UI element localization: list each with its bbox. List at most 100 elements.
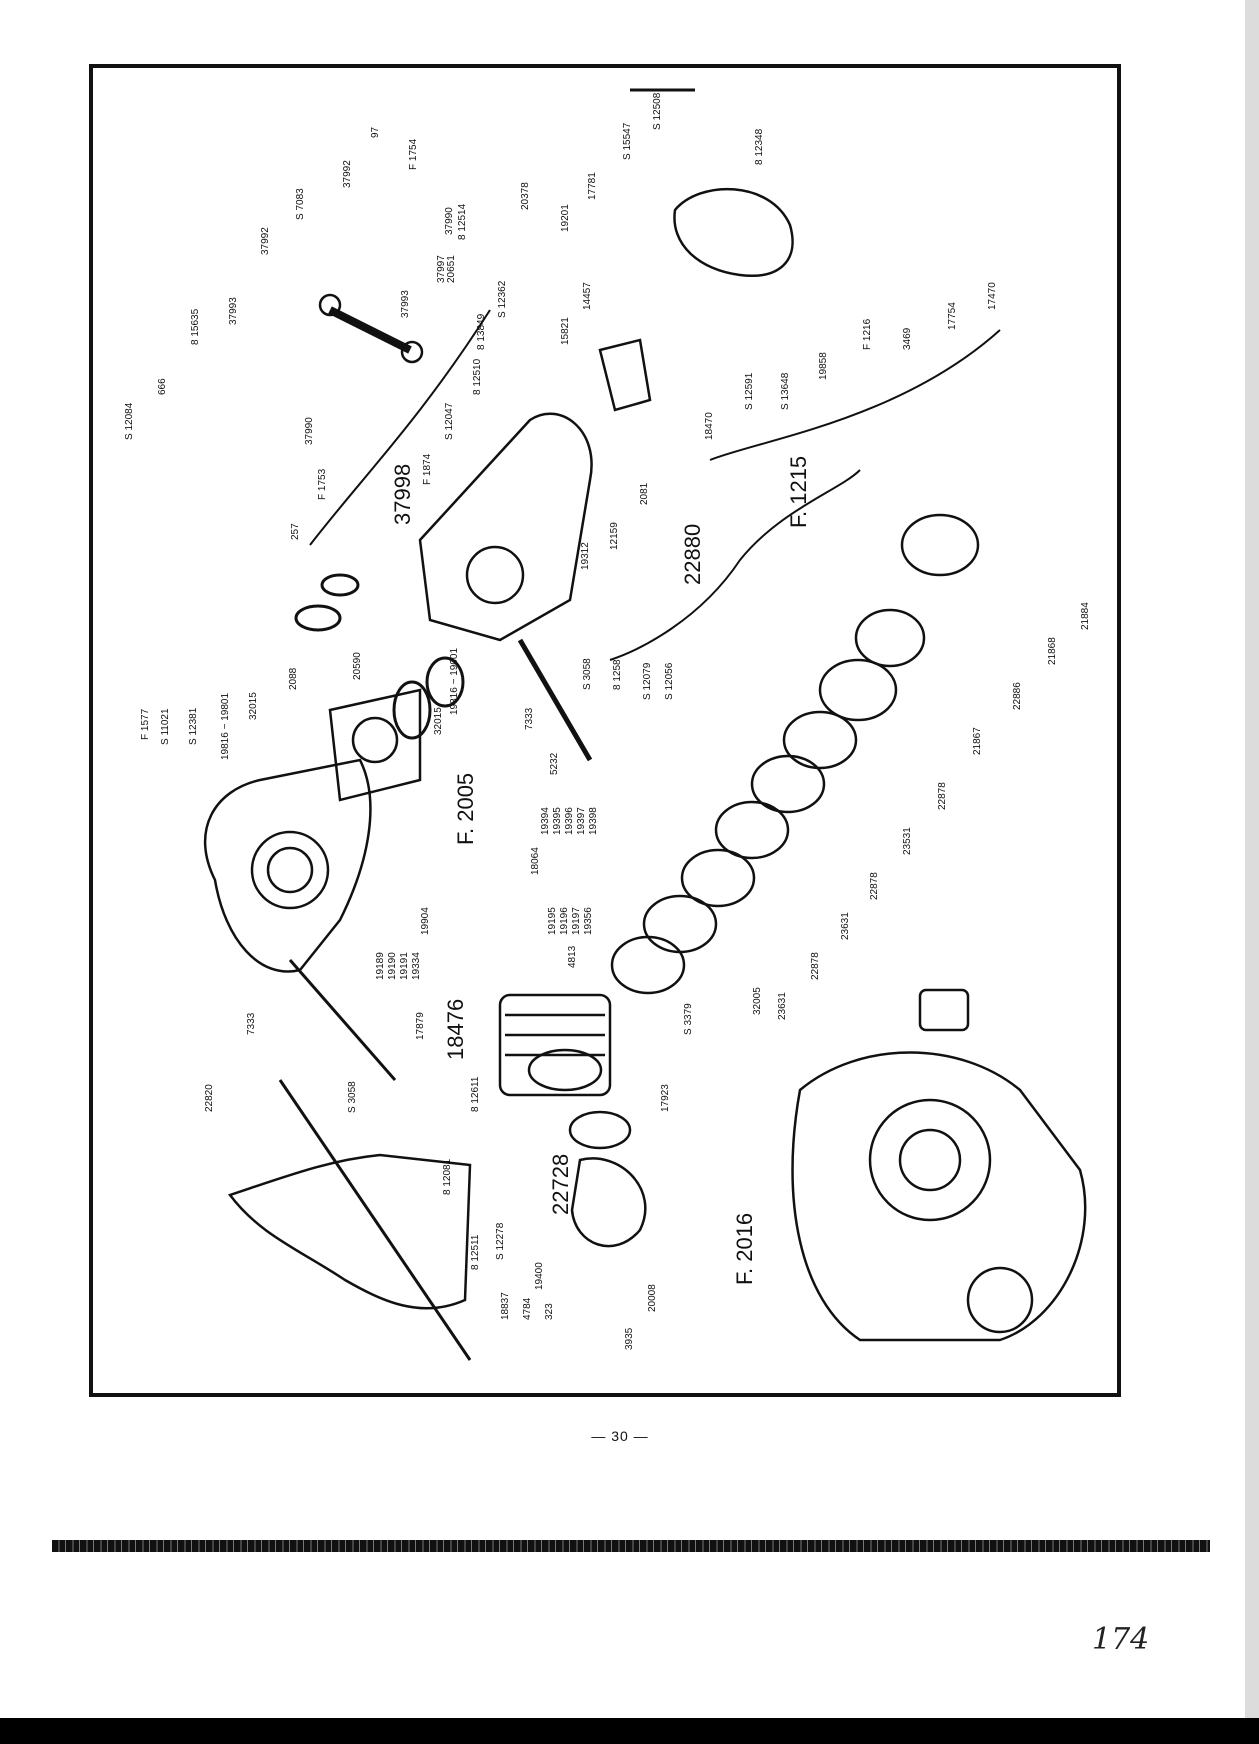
callout: 23531 — [902, 827, 913, 855]
callout: S 12056 — [664, 662, 675, 700]
scan-page-edge — [1245, 0, 1259, 1744]
callout: 21884 — [1080, 602, 1091, 630]
callout: 3935 — [624, 1327, 635, 1350]
group-label-f2005: F. 2005 — [453, 773, 478, 845]
callout: 4813 — [567, 945, 578, 968]
callout: 8 1258 — [612, 659, 623, 690]
callout: 8 12611 — [470, 1076, 481, 1112]
callout: 22878 — [937, 782, 948, 810]
callout: S 15547 — [622, 122, 633, 160]
callout: 7333 — [246, 1012, 257, 1035]
callout: S 3058 — [347, 1081, 358, 1113]
callout: S 12084 — [124, 402, 135, 440]
callout: 20378 — [520, 182, 531, 210]
callout: 20590 — [352, 652, 363, 680]
callout: 19816 ~ 19801 — [220, 693, 231, 760]
callout: 19190 — [387, 952, 398, 980]
callout-labels: 97 F 1754 37992 S 7083 37992 37993 8 156… — [124, 92, 1091, 1350]
crankshaft-illustration — [318, 293, 424, 802]
cylinder-illustration — [498, 993, 647, 1248]
callout: 19334 — [411, 952, 422, 980]
callout: S 3379 — [683, 1003, 694, 1035]
scan-bottom-edge — [0, 1718, 1259, 1744]
callout-big: 18476 — [443, 999, 468, 1060]
callout: 8 12511 — [470, 1234, 481, 1270]
callout: S 12362 — [497, 280, 508, 318]
callout: 37990 — [304, 417, 315, 445]
callout: S 12278 — [495, 1222, 506, 1260]
group-label-f1215: F. 1215 — [786, 456, 811, 528]
callout: 8 12510 — [472, 358, 483, 395]
callout: 19356 — [583, 907, 594, 935]
clutch-discs-illustration — [610, 513, 980, 995]
magneto-cover-illustration — [598, 187, 794, 412]
group-label-f2016: F. 2016 — [732, 1213, 757, 1285]
callout: 19395 — [552, 807, 563, 835]
callout: 17754 — [947, 302, 958, 330]
callout: S 3058 — [582, 658, 593, 690]
cooling-shroud-illustration — [227, 1153, 472, 1310]
callout-big: 22728 — [548, 1154, 573, 1215]
engine-assembly-illustration — [791, 988, 1087, 1342]
crankcase-left-illustration — [204, 758, 372, 973]
callout: 18837 — [500, 1292, 511, 1320]
callout: 8 15635 — [190, 308, 201, 345]
callout: 17879 — [415, 1012, 426, 1040]
callout: 17470 — [987, 282, 998, 310]
callout: S 13648 — [780, 372, 791, 410]
callout: 5232 — [549, 752, 560, 775]
diagram-frame — [89, 64, 1121, 1397]
callout: 19196 — [559, 907, 570, 935]
callout: 37993 — [228, 297, 239, 325]
callout: 19201 — [560, 204, 571, 232]
callout: 14457 — [582, 282, 593, 310]
crankcase-right-illustration — [418, 412, 593, 762]
callout: 257 — [290, 523, 301, 540]
callout: S 12591 — [744, 372, 755, 410]
callout: 21867 — [972, 727, 983, 755]
callout: 32015 — [248, 692, 259, 720]
callout-big: 37998 — [390, 464, 415, 525]
callout: 19191 — [399, 952, 410, 980]
callout: 19189 — [375, 952, 386, 980]
callout: 20008 — [647, 1284, 658, 1312]
group-brackets — [309, 309, 1001, 661]
callout: 19397 — [576, 807, 587, 835]
callout-big: 22880 — [680, 524, 705, 585]
callout: 22886 — [1012, 682, 1023, 710]
callout: 8 12081 — [442, 1158, 453, 1195]
callout: 18470 — [704, 412, 715, 440]
scan-divider-rule — [52, 1540, 1210, 1552]
callout: 97 — [370, 126, 381, 138]
callout: 19195 — [547, 907, 558, 935]
callout: 2088 — [288, 667, 299, 690]
callout: S 12079 — [642, 662, 653, 700]
callout: 8 13849 — [476, 313, 487, 350]
callout: 19904 — [420, 907, 431, 935]
callout: F 1874 — [422, 453, 433, 485]
callout: 19816 ~ 19001 — [449, 648, 460, 715]
callout: S 12381 — [188, 707, 199, 745]
callout: 21868 — [1047, 637, 1058, 665]
callout: 19312 — [580, 542, 591, 570]
callout: 18064 — [530, 847, 541, 875]
callout: 19394 — [540, 807, 551, 835]
callout: 20651 — [446, 255, 457, 283]
callout: S 12047 — [444, 402, 455, 440]
callout: 19197 — [571, 907, 582, 935]
callout: 666 — [157, 378, 168, 395]
callout: 15821 — [560, 317, 571, 345]
callout: 23631 — [840, 912, 851, 940]
callout: 2081 — [639, 482, 650, 505]
callout: 22878 — [810, 952, 821, 980]
callout: 17923 — [660, 1084, 671, 1112]
studs-illustration — [278, 88, 695, 1361]
callout: 12159 — [609, 522, 620, 550]
callout: 32005 — [752, 987, 763, 1015]
bearings-illustration — [294, 573, 465, 740]
callout: 37992 — [342, 160, 353, 188]
callout: 19858 — [818, 352, 829, 380]
callout: 37990 — [444, 207, 455, 235]
callout: 19396 — [564, 807, 575, 835]
